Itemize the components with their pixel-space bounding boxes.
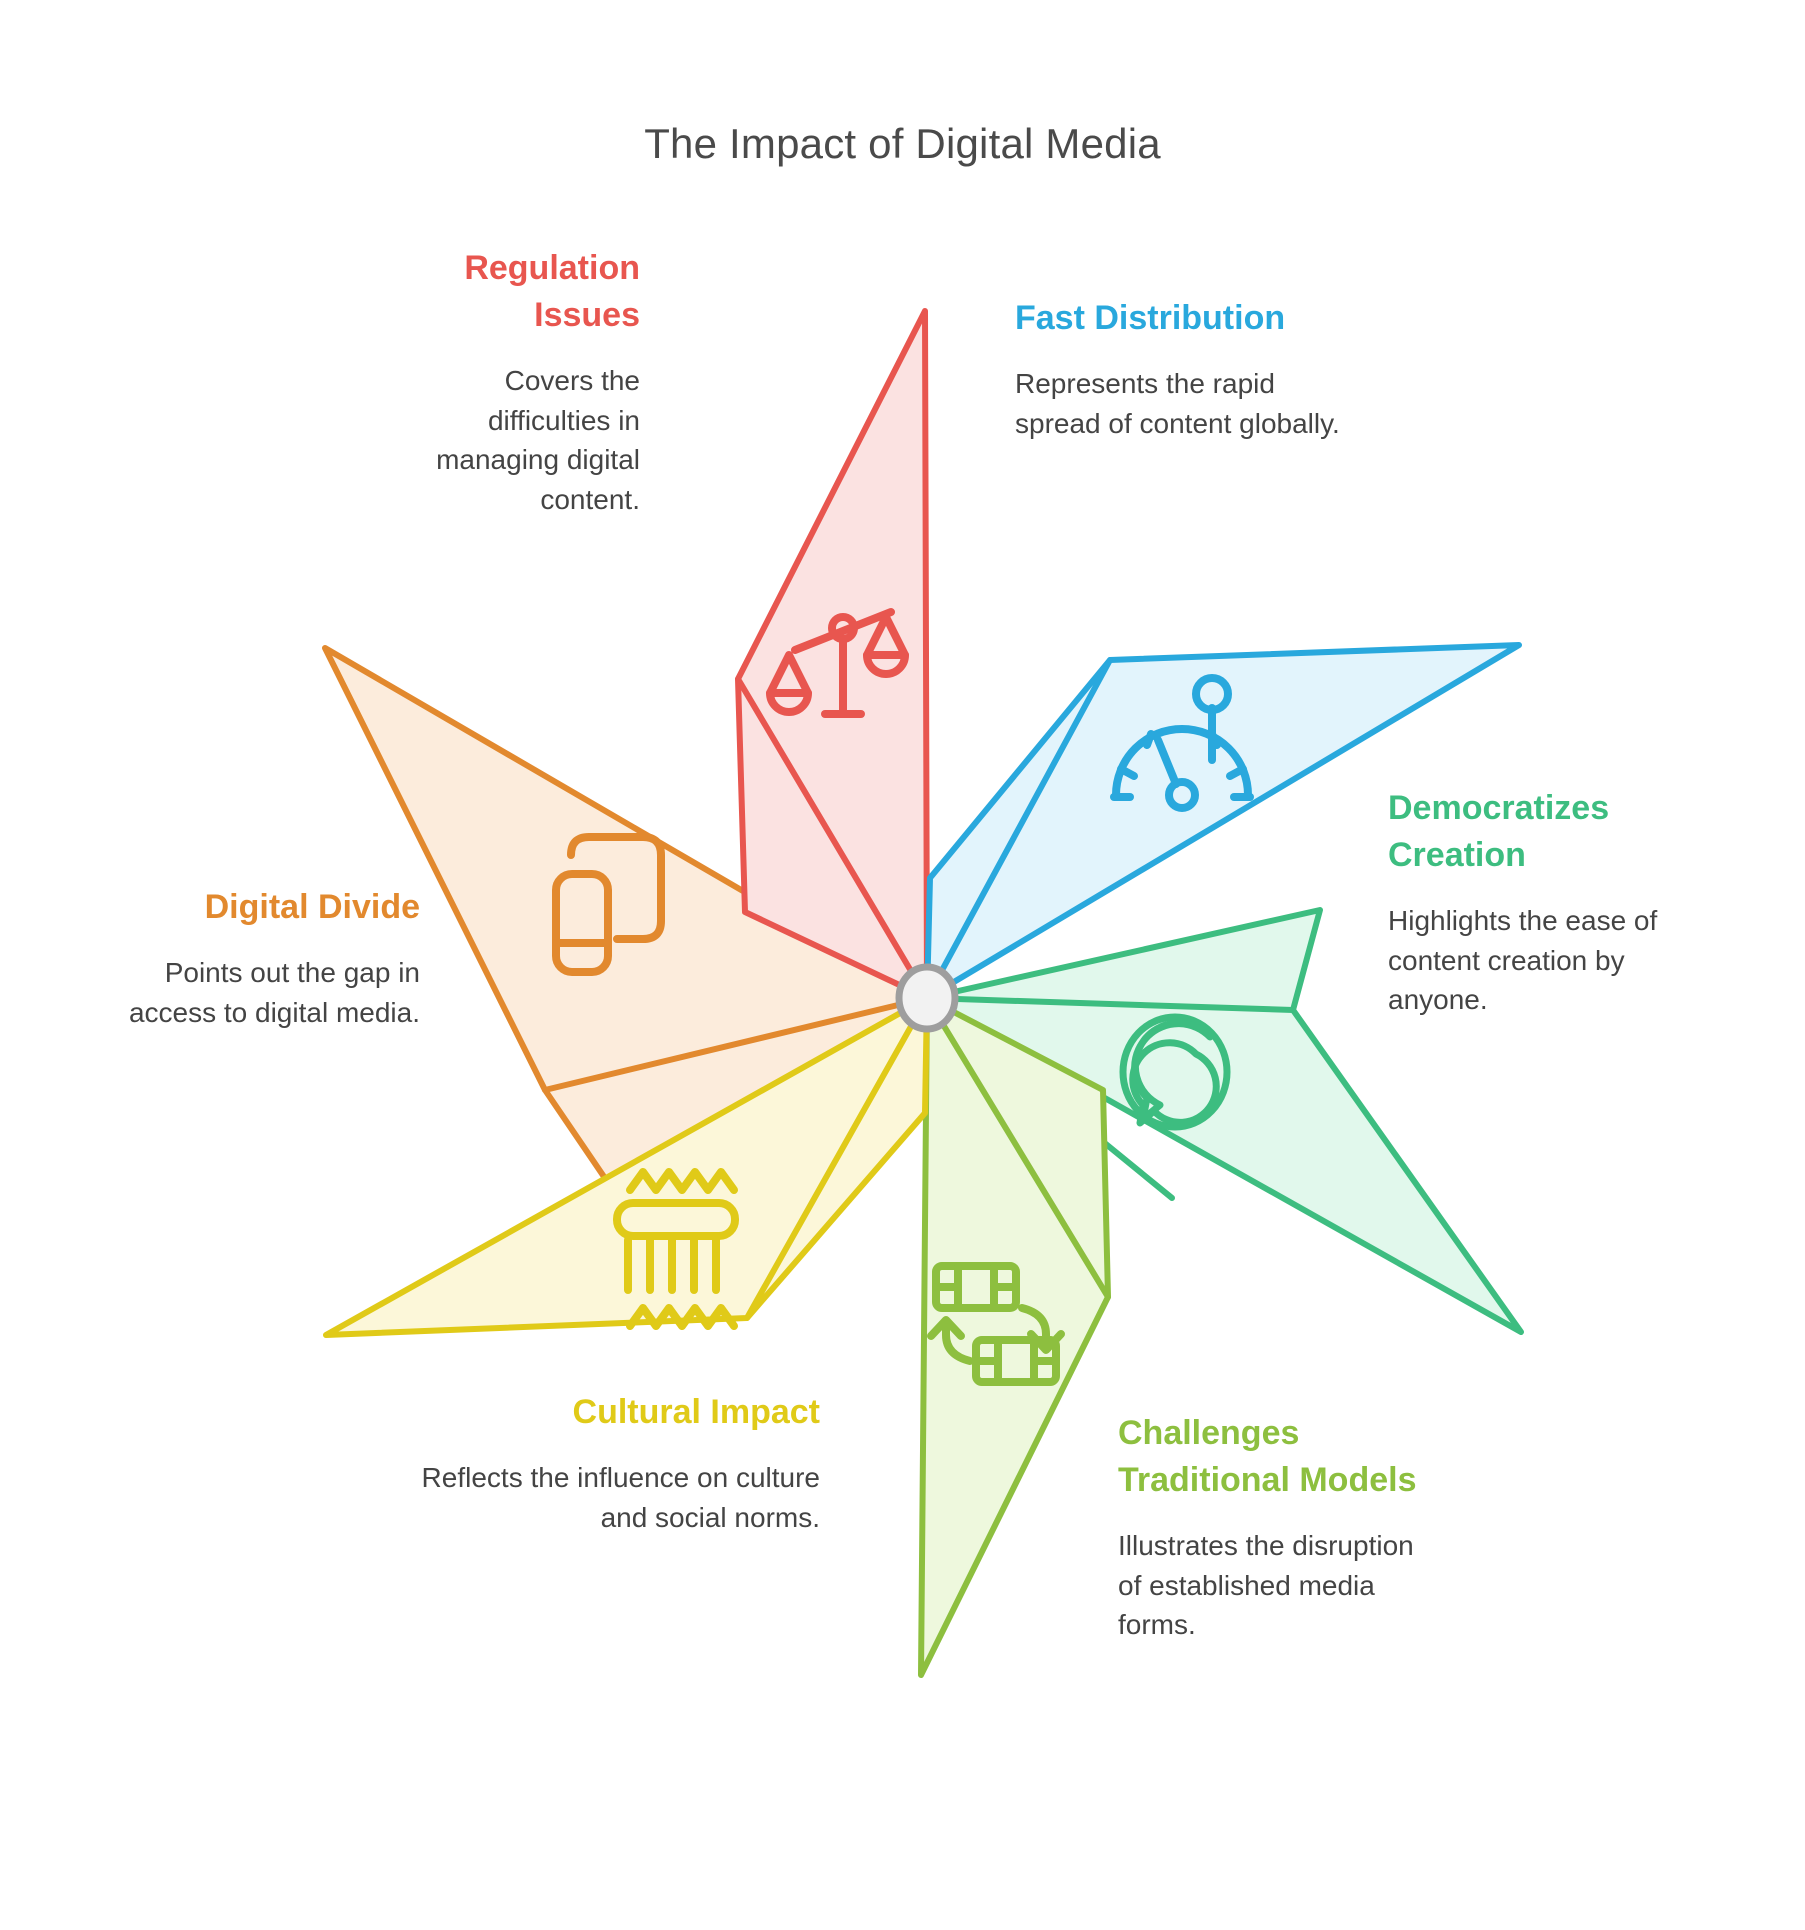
label-regulation-issues[interactable]: Regulation Issues Covers the difficultie…: [380, 245, 640, 520]
blade-fold-challenges-traditional-models: [924, 995, 1111, 1300]
devices-icon: [552, 833, 665, 976]
balance-scales-icon: [766, 608, 909, 718]
blade-fast-distribution[interactable]: [924, 642, 1522, 1001]
speedometer-icon: [1110, 674, 1254, 812]
nested-speech-bubble-icon: [1119, 1013, 1231, 1131]
blade-fold-democratizes-creation: [924, 995, 1296, 1013]
blade-fold-cultural-impact: [744, 995, 930, 1321]
center-hub-circle: [895, 963, 959, 1033]
label-title-challenges-traditional-models: Challenges Traditional Models: [1118, 1414, 1417, 1499]
culture-column-icon: [613, 1168, 739, 1330]
page-title: The Impact of Digital Media: [644, 120, 1161, 167]
label-democratizes-creation[interactable]: Democratizes Creation Highlights the eas…: [1388, 785, 1718, 1020]
blade-cultural-impact[interactable]: [323, 995, 930, 1338]
film-strip-exchange-icon: [927, 1262, 1065, 1386]
label-desc-cultural-impact: Reflects the influence on culture and so…: [421, 1461, 820, 1533]
label-desc-digital-divide: Points out the gap in access to digital …: [128, 956, 420, 1028]
label-title-cultural-impact: Cultural Impact: [572, 1393, 820, 1431]
label-desc-democratizes-creation: Highlights the ease of content creation …: [1388, 904, 1658, 1016]
blade-fold-regulation-issues: [735, 676, 930, 1001]
label-title-democratizes-creation: Democratizes Creation: [1388, 789, 1610, 874]
label-fast-distribution[interactable]: Fast Distribution Represents the rapid s…: [1015, 295, 1365, 443]
label-desc-regulation-issues: Covers the difficulties in managing digi…: [436, 364, 640, 516]
label-title-digital-divide: Digital Divide: [204, 888, 420, 926]
label-title-regulation-issues: Regulation Issues: [464, 249, 640, 334]
label-title-fast-distribution: Fast Distribution: [1015, 299, 1286, 337]
label-challenges-traditional-models[interactable]: Challenges Traditional Models Illustrate…: [1118, 1410, 1438, 1645]
blade-fold-digital-divide: [542, 995, 930, 1093]
center-hub[interactable]: [895, 963, 959, 1033]
label-digital-divide[interactable]: Digital Divide Points out the gap in acc…: [70, 885, 420, 1032]
label-desc-challenges-traditional-models: Illustrates the disruption of establishe…: [1118, 1529, 1414, 1641]
label-desc-fast-distribution: Represents the rapid spread of content g…: [1015, 367, 1340, 439]
label-cultural-impact[interactable]: Cultural Impact Reflects the influence o…: [400, 1390, 820, 1537]
blade-regulation-issues[interactable]: [735, 308, 930, 1001]
blade-challenges-traditional-models[interactable]: [918, 995, 1111, 1678]
blade-fold-fast-distribution: [924, 657, 1113, 1001]
